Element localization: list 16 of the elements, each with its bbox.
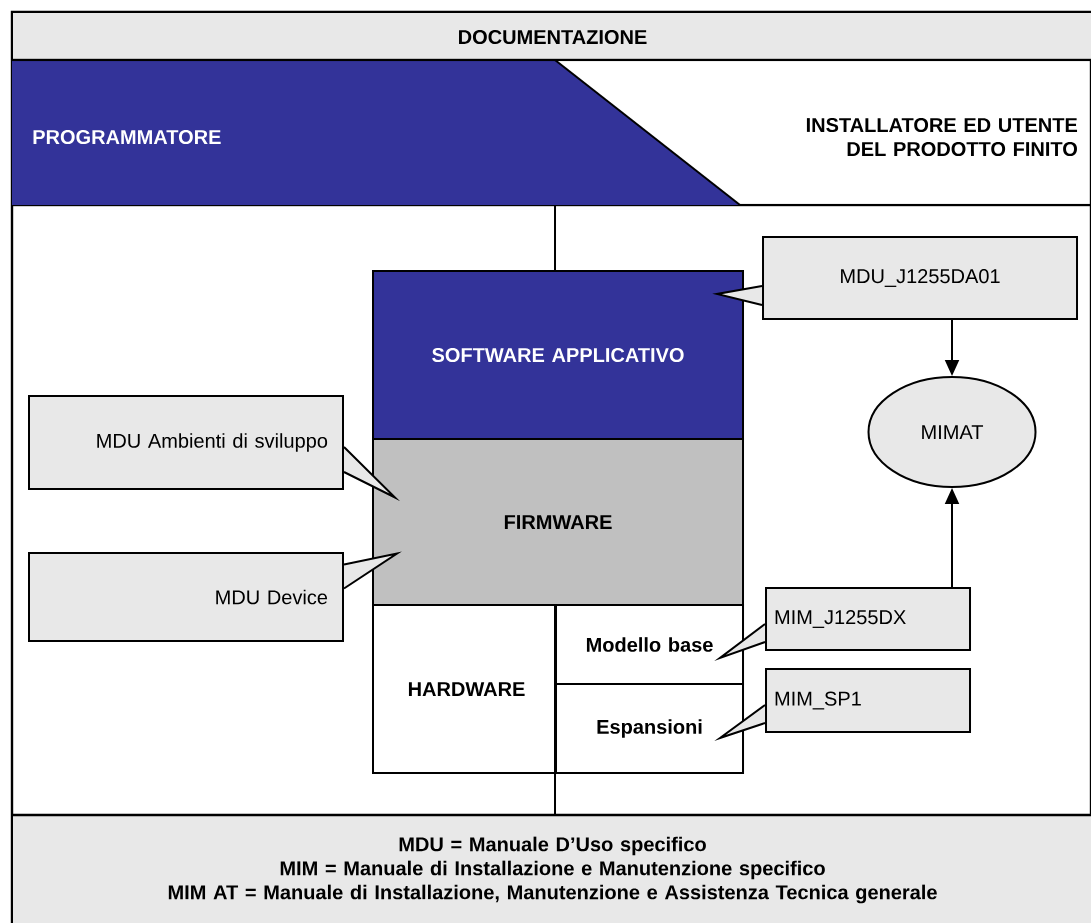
layer-box: FIRMWARE — [372, 438, 744, 606]
role-band: PROGRAMMATORE — [12, 59, 741, 206]
callout-box: MDU Ambienti di sviluppo — [28, 395, 344, 490]
callout-box: MIM_J1255DX — [765, 587, 971, 651]
header-band: DOCUMENTAZIONE — [13, 13, 1091, 61]
callout-pointer — [343, 551, 402, 590]
footer-band: MDU = Manuale D’Uso specifico MIM = Manuale di Installazione e Manutenzione specifico MIM AT = Manuale di Installazione, Manutenzione e Assistenza Tecnica generale — [13, 816, 1091, 923]
callout-pointer — [343, 446, 401, 502]
callout-pointer — [712, 285, 763, 306]
callout-box: MDU_J1255DA01 — [762, 236, 1078, 320]
callout-box: MIM_SP1 — [765, 668, 971, 733]
callout-pointer — [714, 704, 766, 741]
layer-box: SOFTWARE APPLICATIVO — [372, 270, 744, 440]
callout-pointer — [714, 623, 766, 662]
role-label: INSTALLATORE ED UTENTE DEL PRODOTTO FINITO — [806, 117, 1078, 157]
callout-box: MDU Device — [28, 552, 344, 642]
